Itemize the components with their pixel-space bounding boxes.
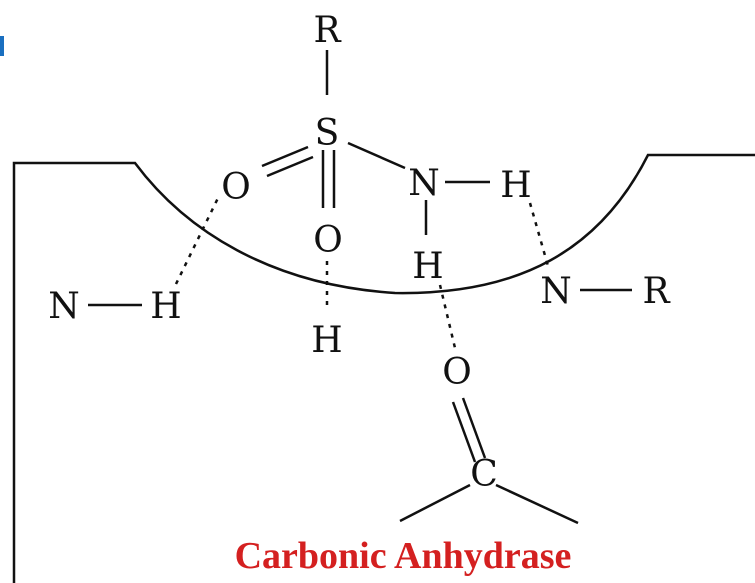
- bond-c-o-a: [451, 401, 477, 463]
- bond-c-o-b: [461, 397, 487, 459]
- diagram-title: Carbonic Anhydrase: [235, 535, 572, 577]
- atom-h-nh-right: H: [500, 165, 531, 206]
- bond-c-right: [495, 483, 579, 525]
- atom-c-carbonyl: C: [470, 454, 498, 495]
- atom-n-right: N: [540, 271, 572, 312]
- bond-s-n: [347, 141, 406, 170]
- hbond-h-o-carbonyl: [438, 284, 457, 349]
- hbond-h-left-o: [174, 197, 220, 285]
- atom-s: S: [315, 113, 340, 154]
- bond-c-left: [399, 483, 471, 523]
- atom-h-left: H: [150, 286, 181, 327]
- atom-o-carbonyl: O: [442, 352, 472, 393]
- atom-o-left: O: [221, 167, 251, 208]
- bond-s-o-left-b: [266, 155, 314, 178]
- atom-r-top: R: [313, 10, 341, 51]
- bond-s-o-left-a: [261, 145, 309, 168]
- corner-accent: [0, 36, 4, 56]
- hbond-h-n-right: [528, 202, 550, 267]
- atom-o-below: O: [313, 220, 343, 261]
- atom-h-mid: H: [311, 320, 342, 361]
- atom-n-sulfonamide: N: [408, 163, 440, 204]
- enzyme-pocket-outline: [12, 153, 755, 583]
- atom-n-left: N: [48, 286, 80, 327]
- atom-r-right: R: [642, 271, 670, 312]
- atom-h-nh-down: H: [412, 246, 443, 287]
